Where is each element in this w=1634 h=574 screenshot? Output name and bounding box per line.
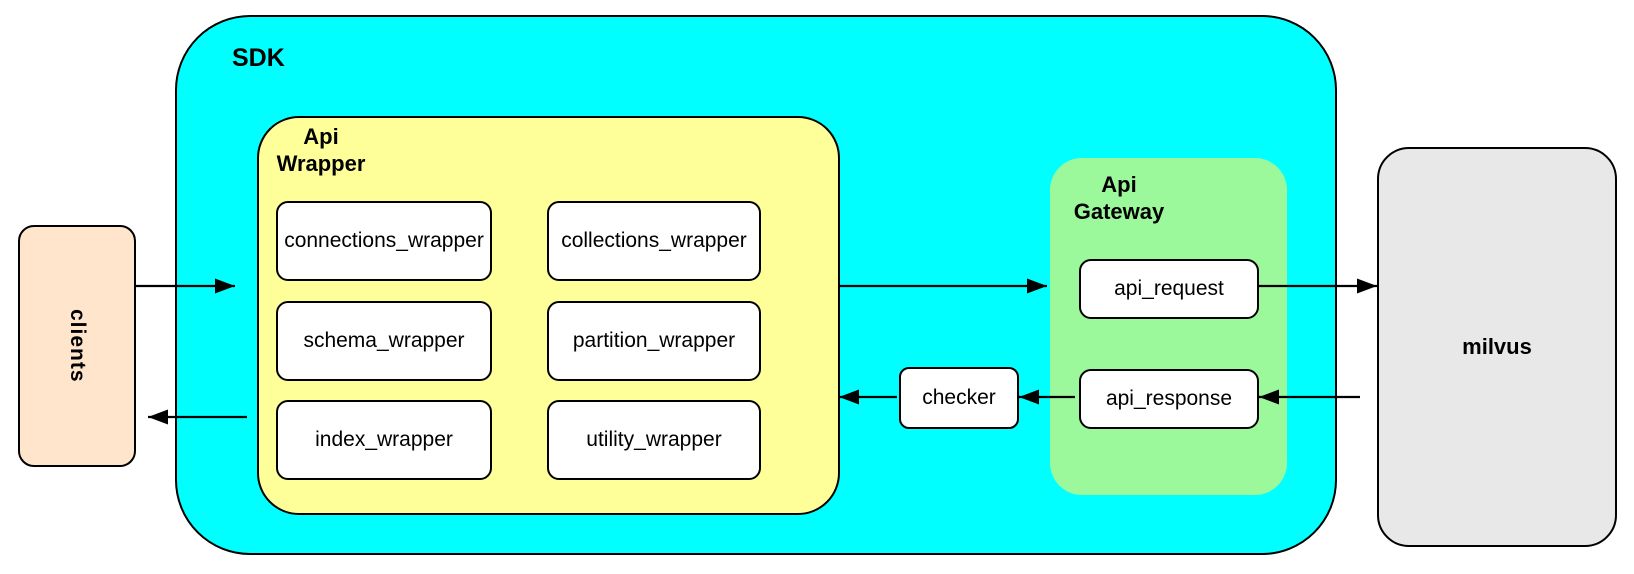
clients-label: clients [66, 309, 89, 383]
node-utility-wrapper: utility_wrapper [547, 400, 761, 480]
api-wrapper-group: Api Wrapper connections_wrapper collecti… [257, 116, 840, 515]
milvus-label: milvus [1462, 334, 1532, 359]
node-checker: checker [899, 367, 1019, 429]
node-api-response: api_response [1079, 369, 1259, 429]
node-index-wrapper: index_wrapper [276, 400, 492, 480]
node-collections-wrapper: collections_wrapper [547, 201, 761, 281]
sdk-container: SDK Api Wrapper connections_wrapper coll… [175, 15, 1337, 555]
node-partition-wrapper: partition_wrapper [547, 301, 761, 381]
api-gateway-group: Api Gateway api_request api_response [1050, 158, 1287, 495]
node-schema-wrapper: schema_wrapper [276, 301, 492, 381]
node-api-request: api_request [1079, 259, 1259, 319]
api-gateway-label: Api Gateway [1073, 172, 1165, 224]
milvus-box: milvus [1377, 147, 1617, 547]
sdk-label: SDK [232, 44, 285, 72]
api-wrapper-label: Api Wrapper [276, 124, 366, 176]
clients-box: clients [18, 225, 136, 467]
node-connections-wrapper: connections_wrapper [276, 201, 492, 281]
